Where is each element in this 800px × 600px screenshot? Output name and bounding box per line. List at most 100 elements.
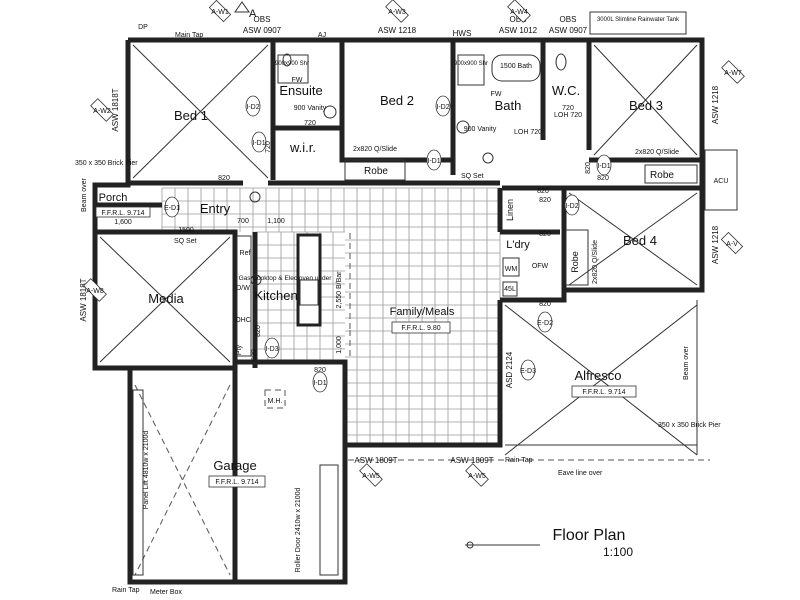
ffrl-box-porch xyxy=(95,206,151,218)
note-slide-bed4: 2x820 Q/Slide xyxy=(592,240,599,284)
room-label-robe-bed4: Robe xyxy=(570,251,580,273)
note-bath: 1500 Bath xyxy=(500,63,532,70)
room-label-bed3: Bed 3 xyxy=(629,98,663,113)
tag-aw3: A-W3 xyxy=(385,0,409,23)
dim-1600: 1,600 xyxy=(114,219,132,226)
note-fw-ensuite: FW xyxy=(292,77,303,84)
room-label-bath: Bath xyxy=(495,98,522,113)
alfresco-edge xyxy=(505,300,698,455)
outer-wall-media xyxy=(92,232,235,371)
window-asw1818-media: ASW 1818T xyxy=(79,278,88,321)
svg-text:E-D1: E-D1 xyxy=(164,205,180,212)
ffrl-box-family xyxy=(391,321,451,334)
acu-unit xyxy=(704,149,738,211)
window-hws: HWS xyxy=(453,29,472,38)
note-ohc: OHC xyxy=(235,317,251,324)
window-asw1818-left: ASW 1818T xyxy=(111,88,120,131)
svg-text:I-D2: I-D2 xyxy=(565,203,578,210)
note-brick-pier-left: 350 x 350 Brick Pier xyxy=(75,160,138,167)
bed3-diagonals xyxy=(593,44,698,156)
note-dw: D/W xyxy=(236,285,250,292)
tag-id1a: I-D1 xyxy=(251,131,267,153)
panel-lift-door xyxy=(132,389,144,576)
wall-kitchen xyxy=(235,232,348,445)
bed1-diagonals xyxy=(132,44,269,179)
note-wm: WM xyxy=(505,266,518,273)
note-acu: ACU xyxy=(714,178,729,185)
window-asw0907-b: ASW 0907 xyxy=(549,26,588,35)
tag-av: A-V xyxy=(720,231,744,255)
room-label-linen: Linen xyxy=(505,199,515,221)
room-label-family-meals: Family/Meals xyxy=(390,306,455,318)
ffrl-porch: F.F.R.L. 9.714 xyxy=(101,210,144,217)
note-sq-set-a: SQ Set xyxy=(174,238,197,245)
svg-text:A-W7: A-W7 xyxy=(724,70,742,77)
alfresco-diagonals xyxy=(504,304,698,456)
manhole xyxy=(264,389,286,409)
note-shr-bath: 900x900 Shr xyxy=(454,61,488,67)
tag-id2c: I-D2 xyxy=(564,194,580,216)
note-eave-line: Eave line over xyxy=(558,470,603,477)
ensuite-toilet xyxy=(282,53,292,67)
note-tub: 45L xyxy=(504,286,516,293)
room-label-porch: Porch xyxy=(99,192,128,204)
room-label-bed4: Bed 4 xyxy=(623,233,657,248)
tag-aw8: A-W8 xyxy=(83,278,107,302)
wall-porch xyxy=(92,185,162,208)
note-vanity-ensuite: 900 Vanity xyxy=(294,105,327,112)
svg-text:I-D1: I-D1 xyxy=(427,158,440,165)
ensuite-basin xyxy=(323,105,337,119)
note-panel-lift: Panel Lift 4810w x 2100d xyxy=(143,431,150,510)
room-label-wc: W.C. xyxy=(552,83,580,98)
window-asw1218-top: ASW 1218 xyxy=(378,26,417,35)
dim-720-c: 720 xyxy=(562,105,574,112)
window-asw1809-b: ASW 1809T xyxy=(450,456,493,465)
dim-820-i: 820 xyxy=(585,162,592,174)
note-garage-door: Roller Door 2410w x 2100d xyxy=(295,487,302,572)
media-diagonals xyxy=(99,236,231,363)
plan-title: Floor Plan xyxy=(553,527,626,544)
dim-1500: 1500 xyxy=(178,227,194,234)
room-label-kitchen: Kitchen xyxy=(254,288,297,303)
svg-text:A-W2: A-W2 xyxy=(93,108,111,115)
tag-aw2: A-W2 xyxy=(90,98,114,122)
room-label-robe-bed2: Robe xyxy=(364,166,388,177)
rainwater-tank xyxy=(589,11,687,35)
tag-aw5b: A-W5 xyxy=(465,463,489,487)
dim-820-g: 820 xyxy=(537,188,549,195)
note-vanity-bath: 900 Vanity xyxy=(464,126,497,133)
svg-text:I-D1: I-D1 xyxy=(252,140,265,147)
svg-text:I-D2: I-D2 xyxy=(436,104,449,111)
dim-820-b: 820 xyxy=(597,175,609,182)
tag-ed3: E-D3 xyxy=(520,359,536,381)
svg-text:A-W5: A-W5 xyxy=(362,473,380,480)
tag-aw7: A-W7 xyxy=(721,60,745,84)
dim-820-a: 820 xyxy=(218,175,230,182)
wall-media-top xyxy=(95,229,238,368)
note-loh-b: LOH 720 xyxy=(554,112,582,119)
tag-aw4: A-W4 xyxy=(507,0,531,23)
window-asd2124: ASD 2124 xyxy=(505,351,514,388)
note-ofw: OFW xyxy=(532,263,549,270)
room-label-entry: Entry xyxy=(200,201,231,216)
ffrl-box-garage xyxy=(208,475,266,488)
note-aj: AJ xyxy=(318,32,326,39)
note-fw-bath: FW xyxy=(491,91,502,98)
svg-text:A-W8: A-W8 xyxy=(86,288,104,295)
bath-basin xyxy=(456,120,470,134)
note-beam-over-right: Beam over xyxy=(683,345,690,380)
plan-scale: 1:100 xyxy=(603,545,633,559)
tag-id3: I-D3 xyxy=(264,337,280,359)
window-asw1218-right-1: ASW 1218 xyxy=(711,85,720,124)
tag-id1c: I-D1 xyxy=(596,154,612,176)
svg-text:I-D2: I-D2 xyxy=(246,104,259,111)
tag-id1b: I-D1 xyxy=(426,149,442,171)
family-meals-tile-grid xyxy=(161,187,501,445)
wall-linen-ldry xyxy=(497,188,560,235)
svg-text:E-D3: E-D3 xyxy=(520,368,536,375)
note-tank: 3000L Slimline Rainwater Tank xyxy=(597,17,680,23)
room-label-robe-bed3: Robe xyxy=(650,170,674,181)
dim-620: 620 xyxy=(251,349,258,361)
